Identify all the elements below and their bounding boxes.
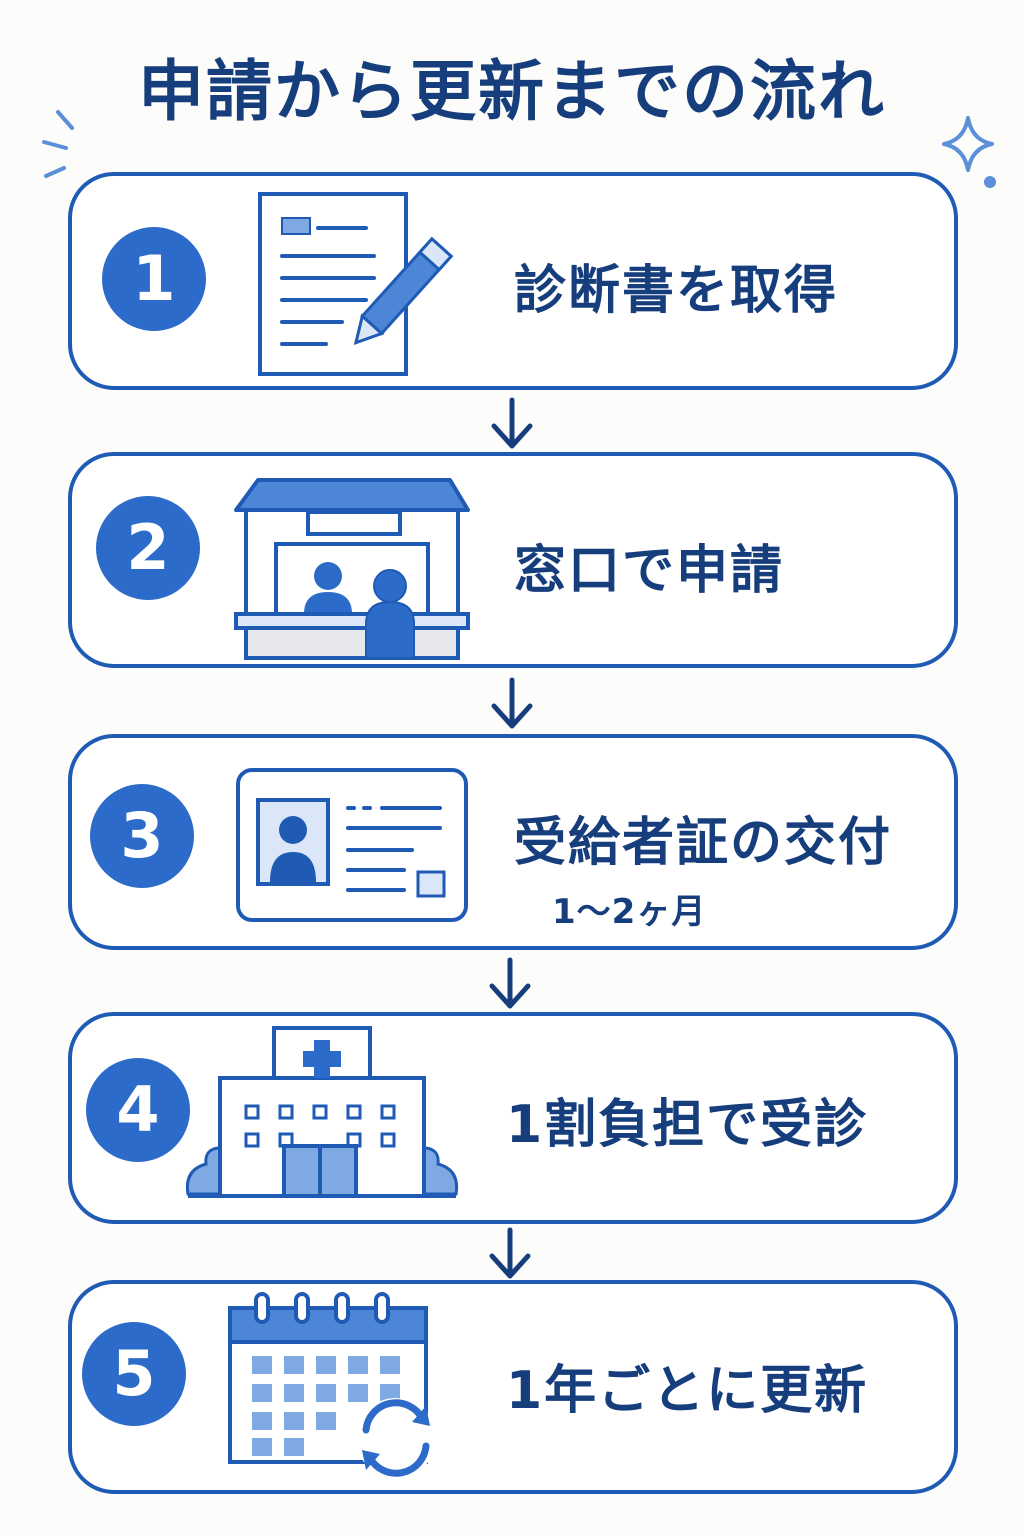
arrow-down-icon (491, 397, 533, 449)
step-5-card (68, 1280, 958, 1494)
calendar-renew-icon (228, 1292, 436, 1478)
step-number-badge: 1 (102, 227, 206, 331)
step-number-badge: 4 (86, 1058, 190, 1162)
hospital-icon (185, 1026, 459, 1198)
step-label: 診断書を取得 (514, 261, 839, 321)
step-label: 1年ごとに更新 (506, 1361, 869, 1421)
step-1-card (68, 172, 958, 390)
sparkle-lines-icon (42, 110, 74, 178)
document-pen-icon (258, 192, 454, 376)
step-3-card (68, 734, 958, 950)
sparkle-icon (942, 116, 994, 172)
arrow-down-icon (489, 957, 531, 1009)
page-title: 申請から更新までの流れ (138, 53, 886, 130)
step-label: 窓口で申請 (514, 541, 785, 601)
id-card-icon (236, 768, 468, 922)
step-number-badge: 5 (82, 1322, 186, 1426)
duration-note: 1～2ヶ月 (552, 892, 707, 932)
step-label: 1割負担で受診 (506, 1095, 869, 1155)
step-label: 受給者証の交付 (514, 813, 893, 873)
step-2-card (68, 452, 958, 668)
arrow-down-icon (491, 677, 533, 729)
step-number-badge: 3 (90, 784, 194, 888)
step-number-badge: 2 (96, 496, 200, 600)
service-counter-icon (234, 478, 470, 660)
arrow-down-icon (489, 1227, 531, 1279)
